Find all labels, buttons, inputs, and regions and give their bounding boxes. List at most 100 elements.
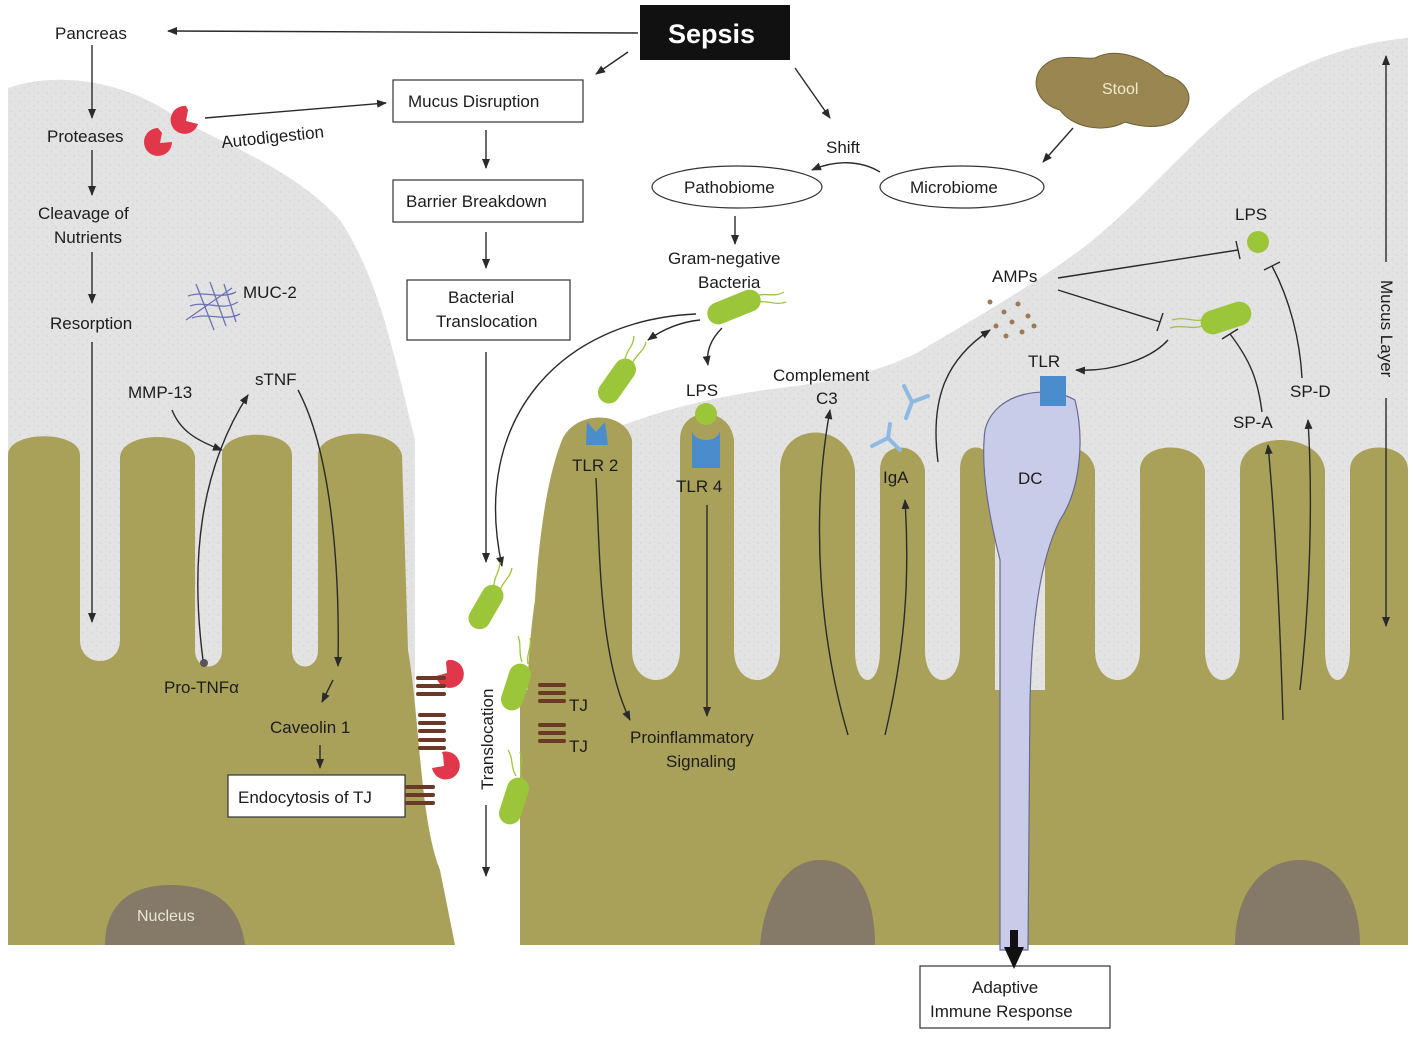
inhibit-amps-lps (1057, 240, 1241, 279)
arrow-stool-microbiome (1042, 127, 1074, 163)
proteases-label: Proteases (47, 127, 124, 146)
mucus-layer-left (8, 79, 415, 700)
arrow-protnf-stnf (197, 394, 249, 661)
arrow-bacteria-tlr (1075, 339, 1169, 375)
stnf-label: sTNF (255, 370, 297, 389)
bacterium-right (1169, 301, 1252, 335)
tight-junctions-left (405, 676, 446, 805)
pathobiome-label: Pathobiome (684, 178, 775, 197)
proinflammatory-label-2: Signaling (666, 752, 736, 771)
adaptive-immune-box (919, 965, 1111, 1029)
pro-tnfa-dot (200, 659, 208, 667)
pathobiome-ellipse (651, 165, 823, 209)
arrow-to-amps (935, 329, 991, 463)
arrow-iga (884, 499, 910, 736)
protease-icon-4 (432, 751, 460, 780)
bacterium-translocating-2 (500, 635, 532, 711)
mucus-disruption-box (392, 79, 584, 123)
stool-label: Stool (1102, 81, 1138, 98)
amps-label: AMPs (992, 267, 1037, 286)
sepsis-title-box (640, 5, 790, 60)
muc2-label: MUC-2 (243, 283, 297, 302)
tlr2-label: TLR 2 (572, 456, 618, 475)
tlr-label: TLR (1028, 352, 1060, 371)
autodigestion-label: Autodigestion (220, 122, 324, 152)
barrier-breakdown-box (392, 179, 584, 223)
adaptive-immune-label-2: Immune Response (930, 1002, 1073, 1021)
inhibit-spa-bacteria (1221, 328, 1263, 413)
endocytosis-box (227, 774, 406, 818)
arrow-shift-pathobiome (811, 162, 881, 173)
arrow-sepsis-pancreas (167, 27, 639, 36)
inhibit-spd-lps (1263, 261, 1303, 379)
arrow-bacteria-tlr2 (647, 319, 701, 341)
mmp13-label: MMP-13 (128, 383, 192, 402)
arrow-tlr2-signaling (595, 477, 631, 721)
tlr-receptor-icon (1040, 376, 1066, 406)
complement-label-1: Complement (773, 366, 870, 385)
complement-label-2: C3 (816, 389, 838, 408)
gram-negative-label-1: Gram-negative (668, 249, 780, 268)
bacterial-translocation-box (406, 279, 571, 341)
gram-negative-label-2: Bacteria (698, 273, 761, 292)
arrow-sepsis-shift (794, 67, 831, 119)
tj-label-1: TJ (569, 696, 588, 715)
tlr4-receptor-icon (692, 430, 720, 468)
protease-icon-2 (170, 105, 198, 134)
tlr2-receptor-icon (586, 422, 608, 445)
lps-molecule-right (1247, 231, 1269, 253)
microbiome-label: Microbiome (910, 178, 998, 197)
iga-antibody-icon (870, 384, 930, 452)
mucus-disruption-label: Mucus Disruption (408, 92, 539, 111)
translocation-label: Translocation (478, 689, 497, 790)
pancreas-label: Pancreas (55, 24, 127, 43)
stool-blob (1035, 52, 1190, 129)
bacterial-translocation-label-2: Translocation (436, 312, 537, 331)
dc-label: DC (1018, 469, 1043, 488)
proinflammatory-label-1: Proinflammatory (630, 728, 754, 747)
arrow-to-caveolin (321, 679, 334, 703)
arrow-stnf-caveolin (297, 389, 343, 667)
tlr4-label: TLR 4 (676, 477, 722, 496)
adaptive-immune-label-1: Adaptive (972, 978, 1038, 997)
tight-junctions-right (538, 683, 566, 743)
bacterium-tlr2 (597, 335, 647, 404)
lps-molecule-mid (695, 403, 717, 425)
nucleus-label: Nucleus (137, 908, 195, 925)
inhibit-amps-bacteria (1057, 289, 1164, 332)
muc2-mesh (185, 281, 241, 331)
bacterial-translocation-label-1: Bacterial (448, 288, 514, 307)
endocytosis-label: Endocytosis of TJ (238, 788, 372, 807)
spd-label: SP-D (1290, 382, 1331, 401)
arrow-autodigestion-mucus (204, 99, 387, 119)
barrier-breakdown-label: Barrier Breakdown (406, 192, 547, 211)
protease-icon-1 (144, 128, 172, 156)
arrow-complement (818, 409, 849, 736)
caveolin-label: Caveolin 1 (270, 718, 350, 737)
amps-particles (987, 299, 1037, 339)
tj-label-2: TJ (569, 737, 588, 756)
arrow-to-spd (1299, 419, 1313, 691)
spa-label: SP-A (1233, 413, 1273, 432)
lps-right-label: LPS (1235, 205, 1267, 224)
cleavage-label-2: Nutrients (54, 228, 122, 247)
microbiome-ellipse (879, 165, 1045, 209)
bacterium-gram-negative (707, 289, 787, 325)
arrow-mmp13 (171, 409, 223, 451)
mucus-layer-label: Mucus Layer (1377, 280, 1396, 378)
bacterium-translocating-3 (498, 749, 530, 825)
arrow-bacteria-lps (702, 327, 723, 366)
arrow-bacteria-translocation (494, 313, 697, 567)
pro-tnfa-label: Pro-TNFα (164, 678, 239, 697)
protease-icon-3 (436, 659, 464, 688)
cleavage-label-1: Cleavage of (38, 204, 129, 223)
shift-label: Shift (826, 138, 860, 157)
nucleus-mid (760, 860, 875, 945)
nucleus-right (1235, 860, 1360, 945)
bacterium-translocating-1 (468, 561, 513, 630)
lps-mid-label: LPS (686, 381, 718, 400)
dendritic-cell (983, 391, 1081, 951)
nucleus-left (105, 885, 245, 945)
iga-label: IgA (883, 468, 909, 487)
